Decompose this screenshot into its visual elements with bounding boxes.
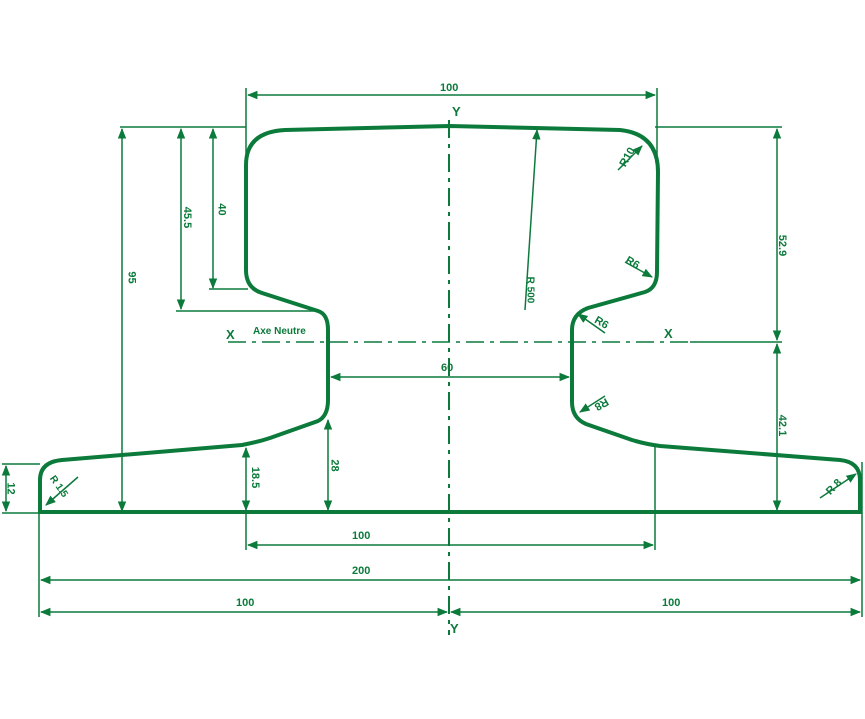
foot-web-height-label: 28	[328, 459, 341, 472]
x-axis-left-label: X	[226, 327, 235, 342]
lower-to-neutral-label: 42.1	[776, 414, 789, 437]
y-axis-top-label: Y	[452, 104, 461, 119]
x-axis-right-label: X	[664, 326, 673, 341]
rail-outline	[38, 123, 862, 514]
head-depth-outer-label: 45.5	[181, 206, 194, 229]
head-depth-label: 40	[215, 203, 228, 216]
total-height-label: 95	[125, 271, 138, 284]
foot-width-label: 200	[352, 565, 371, 577]
foot-inner-width-label: 100	[352, 530, 371, 542]
upper-to-neutral-label: 52.9	[776, 234, 789, 257]
radius-crown-label: R 500	[524, 276, 536, 304]
head-width-label: 100	[440, 82, 459, 94]
neutral-axis-label: Axe Neutre	[253, 326, 306, 337]
web-width-label: 60	[441, 362, 454, 374]
half-left-label: 100	[236, 597, 255, 609]
half-right-label: 100	[662, 597, 681, 609]
foot-mid-height-label: 18.5	[249, 466, 262, 489]
y-axis-bottom-label: Y	[450, 621, 459, 636]
foot-edge-height-label: 12	[4, 482, 17, 495]
